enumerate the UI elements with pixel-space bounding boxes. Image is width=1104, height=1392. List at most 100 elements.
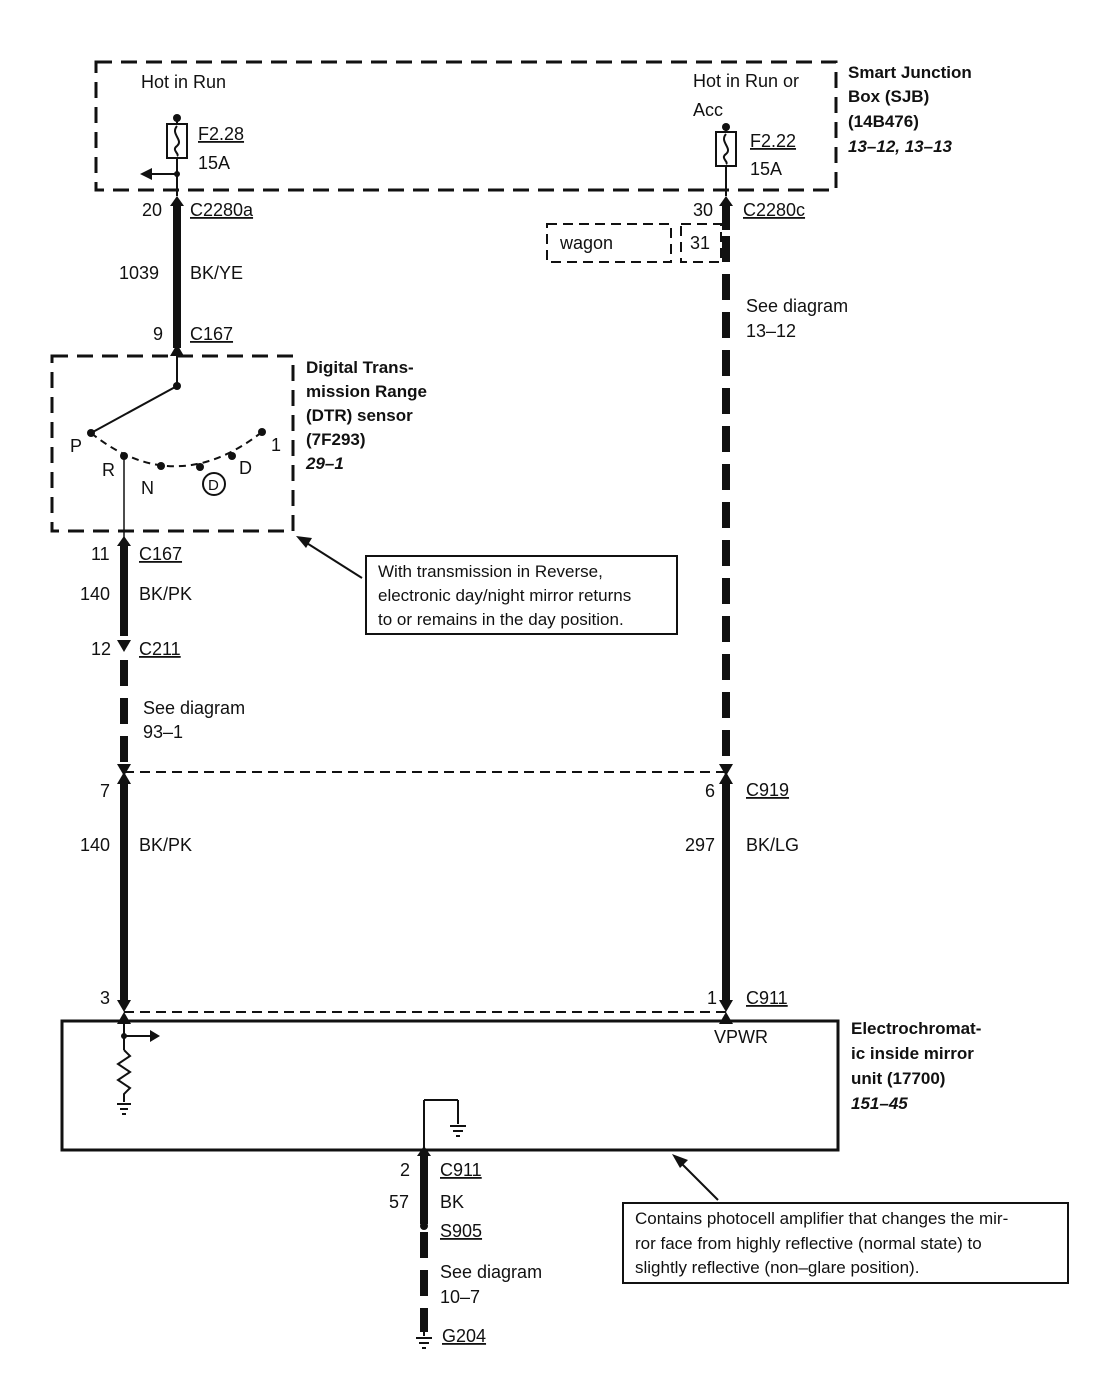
- sjb-name-line-1: Smart Junction: [848, 63, 972, 82]
- fuse-right-id: F2.22: [750, 131, 796, 151]
- mirror-note-line-1: Contains photocell amplifier that change…: [635, 1209, 1008, 1228]
- color-bk: BK: [440, 1192, 464, 1212]
- dtr-pos-d-circle: D: [208, 477, 219, 494]
- fuse-f2-28: F2.28 15A: [140, 114, 244, 196]
- dtr-pos-n: N: [141, 478, 154, 498]
- sjb-ref: 13–12, 13–13: [848, 137, 953, 156]
- fuse-left-id: F2.28: [198, 124, 244, 144]
- dtr-pos-p: P: [70, 436, 82, 456]
- fuse-left-rating: 15A: [198, 153, 230, 173]
- internal-ground-icon: [450, 1125, 466, 1137]
- circuit-57: 57: [389, 1192, 409, 1212]
- connector-c167-bottom: C167: [139, 544, 182, 564]
- dtr-ref: 29–1: [305, 454, 344, 473]
- pin-1: 1: [707, 988, 717, 1008]
- dtr-pos-d: D: [239, 458, 252, 478]
- mirror-name-line-3: unit (17700): [851, 1069, 945, 1088]
- connector-c919: 7 6 C919: [100, 771, 789, 801]
- connector-c167-top: C167: [190, 324, 233, 344]
- wire-right-upper: 30 C2280c wagon 31 See diagram 13–12: [546, 196, 848, 776]
- pin-9: 9: [153, 324, 163, 344]
- arrow-pointer-icon-2: [672, 1154, 688, 1168]
- wagon-label: wagon: [559, 233, 613, 253]
- contact-n: [157, 462, 165, 470]
- sjb-name-line-2: Box (SJB): [848, 87, 929, 106]
- contact-d: [228, 452, 236, 460]
- dtr-name-line-1: Digital Trans-: [306, 358, 414, 377]
- pin-12: 12: [91, 639, 111, 659]
- smart-junction-box: Hot in Run Hot in Run or Acc Smart Junct…: [94, 60, 972, 192]
- wire-1039: 20 C2280a 1039 BK/YE 9 C167: [119, 196, 254, 390]
- reverse-note-line-1: With transmission in Reverse,: [378, 562, 603, 581]
- mirror-unit: VPWR Electrochromat- ic inside mirror un…: [60, 1019, 981, 1152]
- reverse-note-line-2: electronic day/night mirror returns: [378, 586, 631, 605]
- dtr-sensor: D P R N D 1 Digital Trans- mission Range…: [50, 354, 427, 544]
- connector-c211: C211: [139, 639, 181, 659]
- pin-30: 30: [693, 200, 713, 220]
- splice-dot: [420, 1222, 428, 1230]
- connector-c919-label: C919: [746, 780, 789, 800]
- ground-g204-icon: [416, 1337, 432, 1349]
- color-bk-pk-lower: BK/PK: [139, 835, 192, 855]
- fuse-right-rating: 15A: [750, 159, 782, 179]
- see-diagram-93: See diagram: [143, 698, 245, 718]
- see-ref-93: 93–1: [143, 722, 183, 742]
- color-bk-pk-upper: BK/PK: [139, 584, 192, 604]
- connector-c911-top: 3 1 C911: [100, 988, 788, 1024]
- dtr-name-line-4: (7F293): [306, 430, 366, 449]
- mirror-name-line-1: Electrochromat-: [851, 1019, 981, 1038]
- arrow-pointer-icon: [296, 536, 312, 548]
- mirror-name-line-2: ic inside mirror: [851, 1044, 974, 1063]
- circuit-140-lower: 140: [80, 835, 110, 855]
- output-arrow-icon: [150, 1030, 160, 1042]
- contact-1: [258, 428, 266, 436]
- connector-c2280a: C2280a: [190, 200, 254, 220]
- overdrive-circle-icon: [202, 472, 226, 496]
- circuit-140-upper: 140: [80, 584, 110, 604]
- ground-g204: G204: [442, 1326, 486, 1346]
- pin-3: 3: [100, 988, 110, 1008]
- connector-c911-bottom: C911: [440, 1160, 482, 1180]
- ground-icon: [117, 1103, 131, 1115]
- sjb-right-feed-label-1: Hot in Run or: [693, 71, 799, 91]
- mirror-note: Contains photocell amplifier that change…: [622, 1154, 1069, 1284]
- arrow-left-icon: [140, 168, 152, 180]
- see-diagram-13: See diagram: [746, 296, 848, 316]
- sjb-left-feed-label: Hot in Run: [141, 72, 226, 92]
- circuit-297: 297: [685, 835, 715, 855]
- pin-6: 6: [705, 781, 715, 801]
- dtr-name-line-2: mission Range: [306, 382, 427, 401]
- wire-57: 2 C911 57 BK S905 See diagram 10–7 G204: [389, 1146, 542, 1349]
- wire-140-upper: 11 C167 140 BK/PK 12 C211 See diagram 93…: [80, 536, 245, 776]
- pin-7: 7: [100, 781, 110, 801]
- connector-c911-label: C911: [746, 988, 788, 1008]
- reverse-note: With transmission in Reverse, electronic…: [296, 536, 678, 635]
- connector-c2280c: C2280c: [743, 200, 805, 220]
- pin-11: 11: [91, 544, 110, 564]
- contact-overdrive: [196, 463, 204, 471]
- dtr-name-line-3: (DTR) sensor: [306, 406, 413, 425]
- color-bk-lg: BK/LG: [746, 835, 799, 855]
- pin-20: 20: [142, 200, 162, 220]
- see-ref-10: 10–7: [440, 1287, 480, 1307]
- vpwr-label: VPWR: [714, 1027, 768, 1047]
- resistor-icon: [116, 1049, 132, 1102]
- splice-s905: S905: [440, 1221, 482, 1241]
- mirror-note-line-2: ror face from highly reflective (normal …: [635, 1234, 982, 1253]
- wagon-pin: 31: [690, 233, 710, 253]
- dtr-pos-r: R: [102, 460, 115, 480]
- sjb-name-line-3: (14B476): [848, 112, 919, 131]
- color-bk-ye: BK/YE: [190, 263, 243, 283]
- see-ref-13: 13–12: [746, 321, 796, 341]
- circuit-1039: 1039: [119, 263, 159, 283]
- dtr-pos-1: 1: [271, 435, 281, 455]
- sjb-right-feed-label-2: Acc: [693, 100, 723, 120]
- mirror-note-line-3: slightly reflective (non–glare position)…: [635, 1258, 919, 1277]
- wire-lower: 140 BK/PK 297 BK/LG: [80, 784, 799, 1012]
- reverse-note-line-3: to or remains in the day position.: [378, 610, 624, 629]
- pin-2: 2: [400, 1160, 410, 1180]
- mirror-ref: 151–45: [851, 1094, 908, 1113]
- fuse-f2-22: F2.22 15A: [715, 123, 796, 196]
- see-diagram-10: See diagram: [440, 1262, 542, 1282]
